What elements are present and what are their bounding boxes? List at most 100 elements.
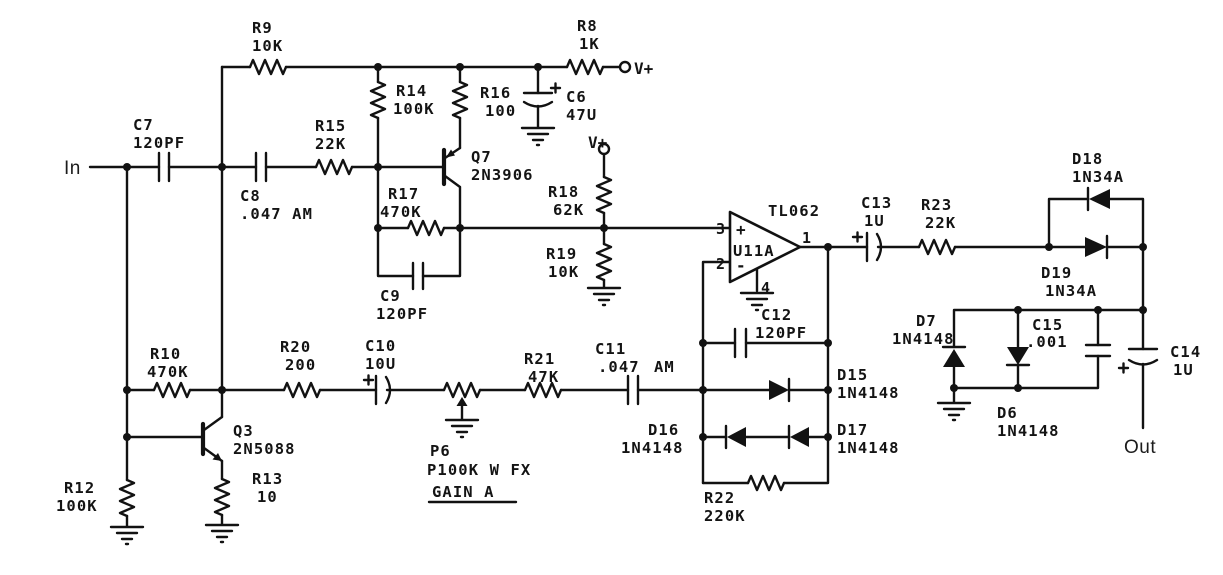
label-q3-val: 2N5088	[233, 440, 296, 458]
label-c9-val: 120PF	[376, 305, 428, 323]
potentiometer-p6-symbol	[442, 381, 482, 406]
label-r12-ref: R12	[64, 479, 95, 497]
label-d6-val: 1N4148	[997, 422, 1060, 440]
capacitors	[157, 82, 1159, 406]
label-c15-val: .001	[1026, 333, 1068, 351]
label-ic-part: TL062	[768, 202, 820, 220]
label-supply-top: V+	[634, 59, 654, 78]
label-r9-val: 10K	[252, 37, 283, 55]
resistor-r10-symbol	[152, 381, 192, 399]
label-d19-ref: D19	[1041, 264, 1072, 282]
label-ic-name: U11A	[733, 242, 775, 260]
label-c6-val: 47U	[566, 106, 597, 124]
label-r19-ref: R19	[546, 245, 577, 263]
output-port-label: Out	[1124, 437, 1156, 458]
label-r18-ref: R18	[548, 183, 579, 201]
label-r8-val: 1K	[579, 35, 600, 53]
capacitor-c15-symbol	[1084, 343, 1112, 358]
resistor-r9-symbol	[248, 58, 288, 76]
label-r21-ref: R21	[524, 350, 555, 368]
resistor-r18-symbol	[595, 175, 613, 215]
label-c12-ref: C12	[761, 306, 792, 324]
capacitor-c12-symbol	[733, 327, 748, 359]
ground-icon	[586, 286, 622, 307]
resistor-r22-symbol	[746, 474, 786, 492]
diode-d6-symbol	[1005, 347, 1031, 367]
label-r15-ref: R15	[315, 117, 346, 135]
label-r18-val: 62K	[553, 201, 584, 219]
opamp-plus-sign: +	[736, 220, 746, 239]
capacitor-c9-symbol	[411, 261, 425, 291]
label-d17-val: 1N4148	[837, 439, 900, 457]
diode-d18-symbol	[1086, 186, 1110, 212]
ground-icon	[109, 525, 145, 546]
input-port-label: In	[64, 158, 81, 179]
label-q7-ref: Q7	[471, 148, 492, 166]
capacitor-c11-symbol	[626, 374, 640, 406]
capacitor-c7-symbol	[157, 151, 171, 183]
label-d16-ref: D16	[648, 421, 679, 439]
label-r13-val: 10	[257, 488, 278, 506]
diode-d15-symbol	[769, 377, 791, 403]
label-r19-val: 10K	[548, 263, 579, 281]
supply-terminal-mid	[597, 142, 611, 156]
label-r22-val: 220K	[704, 507, 746, 525]
label-pin-4: 4	[761, 279, 770, 297]
label-d18-ref: D18	[1072, 150, 1103, 168]
label-r16-ref: R16	[480, 84, 511, 102]
supply-terminal-top	[618, 60, 632, 74]
label-r14-ref: R14	[396, 82, 427, 100]
label-c15-ref: C15	[1032, 316, 1063, 334]
label-q3-ref: Q3	[233, 422, 254, 440]
diode-d17-symbol	[787, 424, 809, 450]
label-c13-ref: C13	[861, 194, 892, 212]
label-d17-ref: D17	[837, 421, 868, 439]
labels: In Out R9 10K C7 120PF C8 .047 AM R15 22…	[56, 17, 1201, 525]
ground-icon	[520, 126, 556, 147]
capacitor-c10-symbol	[362, 374, 392, 406]
label-r9-ref: R9	[252, 19, 273, 37]
label-c8-ref: C8	[240, 187, 261, 205]
label-pin-3: 3	[716, 220, 725, 238]
label-c13-val: 1U	[864, 212, 885, 230]
label-c12-val: 120PF	[755, 324, 807, 342]
resistor-r20-symbol	[282, 381, 322, 399]
resistor-r15-symbol	[314, 158, 354, 176]
capacitor-c6-symbol	[522, 82, 562, 108]
resistor-r8-symbol	[565, 58, 605, 76]
ground-icon	[204, 523, 240, 544]
label-r10-ref: R10	[150, 345, 181, 363]
label-r23-val: 22K	[925, 214, 956, 232]
diode-d7-symbol	[941, 345, 967, 367]
label-supply-mid: V+	[588, 133, 608, 152]
label-r17-val: 470K	[380, 203, 422, 221]
junction-dots	[123, 63, 1147, 441]
opamp-u11a	[728, 210, 802, 284]
label-d7-val: 1N4148	[892, 330, 955, 348]
label-d16-val: 1N4148	[621, 439, 684, 457]
label-c14-ref: C14	[1170, 343, 1201, 361]
diodes	[724, 186, 1110, 450]
label-r12-val: 100K	[56, 497, 98, 515]
capacitor-c8-symbol	[254, 151, 268, 183]
label-c14-val: 1U	[1173, 361, 1194, 379]
label-c8-val: .047 AM	[240, 205, 313, 223]
transistor-q7	[441, 146, 462, 230]
label-r16-val: 100	[485, 102, 516, 120]
ground-icon	[444, 418, 480, 439]
diode-d19-symbol	[1085, 234, 1109, 260]
opamp-minus-sign: -	[736, 256, 746, 275]
resistor-r13-symbol	[213, 477, 231, 517]
label-d15-val: 1N4148	[837, 384, 900, 402]
diode-d16-symbol	[724, 424, 746, 450]
label-p6-function: GAIN A	[432, 483, 495, 501]
resistor-r16-symbol	[451, 80, 469, 120]
label-c11-suffix: AM	[654, 358, 675, 376]
label-r14-val: 100K	[393, 100, 435, 118]
label-r8-ref: R8	[577, 17, 598, 35]
resistor-r14-symbol	[369, 80, 387, 120]
transistor-q3	[200, 415, 224, 463]
label-c9-ref: C9	[380, 287, 401, 305]
